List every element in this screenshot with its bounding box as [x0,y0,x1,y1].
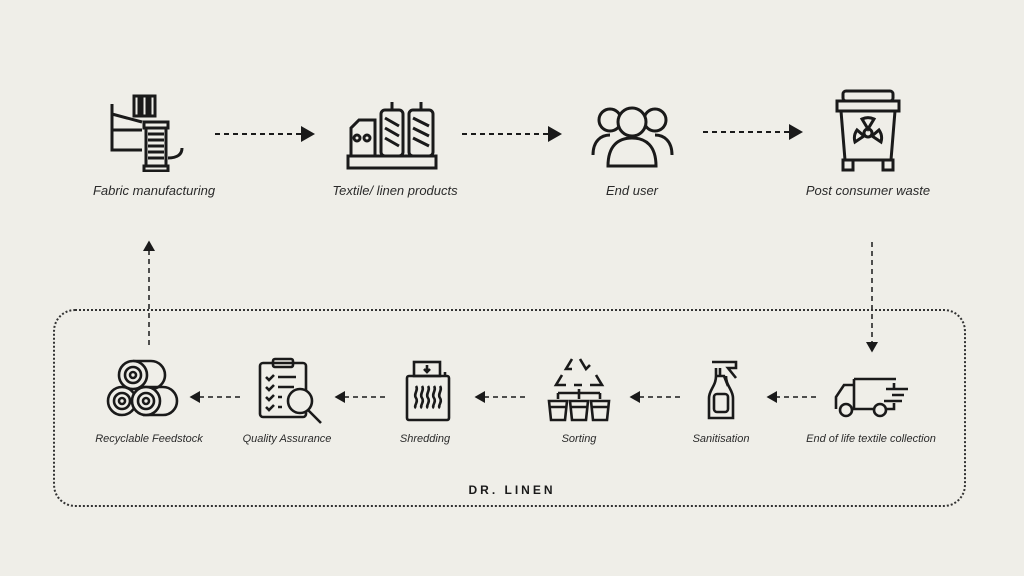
shredder-icon [404,360,456,422]
factory-spool-icon [108,92,188,172]
label-quality-assurance: Quality Assurance [242,433,332,445]
label-sorting: Sorting [561,433,597,445]
users-group-icon [590,100,675,170]
delivery-truck-icon [832,375,912,419]
label-post-consumer-waste: Post consumer waste [805,183,931,198]
fabric-rolls-icon [105,357,181,419]
label-textile-products: Textile/ linen products [332,183,458,198]
waste-bin-icon [833,88,903,173]
dr-linen-process-group [53,309,966,507]
label-end-user: End user [605,183,659,198]
label-end-of-life-collection: End of life textile collection [806,433,936,445]
label-sanitisation: Sanitisation [692,433,750,445]
label-fabric-manufacturing: Fabric manufacturing [92,183,216,198]
recycle-sort-icon [546,355,612,423]
spray-bottle-icon [706,360,742,422]
thread-spools-machine-icon [345,98,440,173]
group-label: DR. LINEN [468,483,556,497]
label-recyclable-feedstock: Recyclable Feedstock [95,433,203,445]
clipboard-magnifier-icon [258,357,330,427]
label-shredding: Shredding [399,433,451,445]
